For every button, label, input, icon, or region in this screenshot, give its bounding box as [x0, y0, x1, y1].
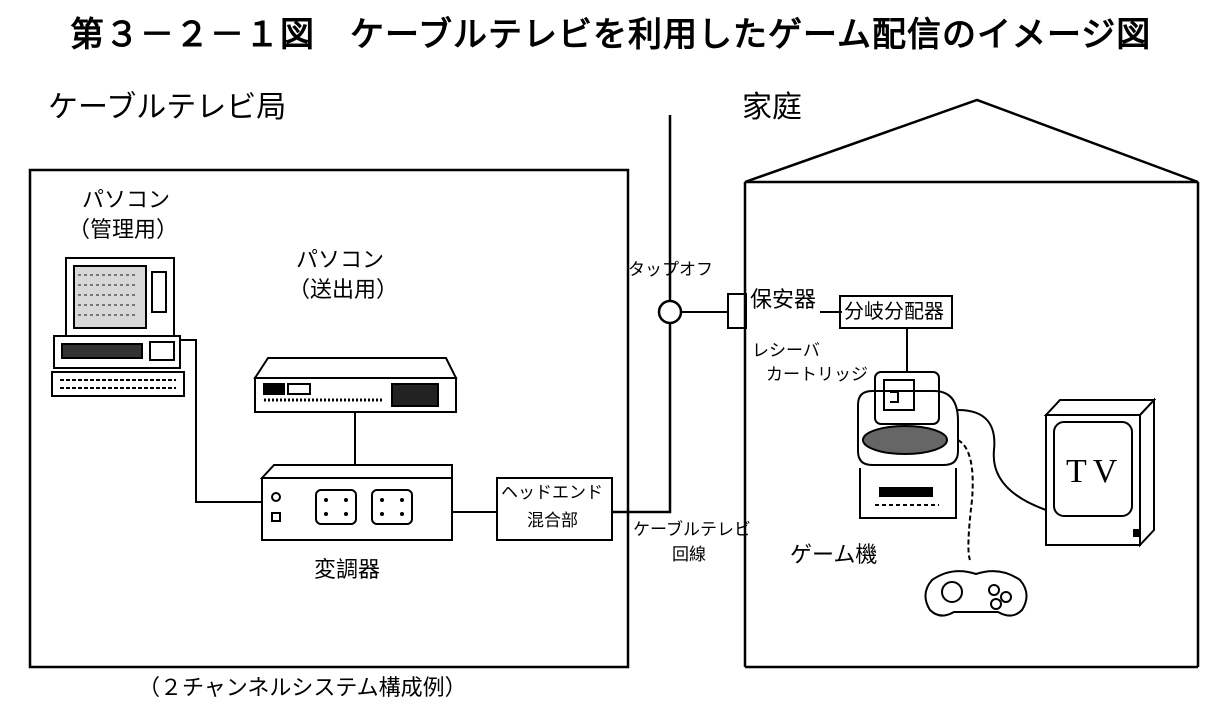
send-pc-label-1: パソコン	[296, 248, 385, 273]
send-pc-icon	[253, 357, 458, 413]
headend-label-1: ヘッドエンド	[501, 483, 603, 503]
controller-cable	[957, 439, 974, 561]
headend-label-2: 混合部	[527, 511, 578, 531]
splitter-box	[839, 295, 953, 329]
game-console-icon	[857, 371, 959, 519]
modulator-icon	[259, 464, 453, 541]
tapoff-node	[657, 299, 683, 325]
send-pc-label-2: （送出用）	[288, 278, 399, 303]
controller-icon	[924, 570, 1028, 617]
modulator-label: 変調器	[314, 558, 381, 583]
station-label: ケーブルテレビ局	[48, 90, 287, 125]
console-label: ゲーム機	[790, 543, 878, 568]
admin-pc-label-2: （管理用）	[68, 218, 179, 243]
admin-pc-wire	[180, 339, 262, 503]
admin-pc-icon	[51, 257, 185, 397]
headend-box	[496, 477, 613, 541]
system-caption: （２チャンネルシステム構成例）	[138, 676, 467, 701]
cable-label-2: 回線	[672, 545, 706, 565]
receiver-label-1: レシーバ	[752, 341, 820, 361]
home-label: 家庭	[742, 90, 802, 125]
cable-label-1: ケーブルテレビ	[633, 520, 751, 540]
receiver-label-2: カートリッジ	[766, 365, 868, 385]
tv-label: TV	[1066, 453, 1124, 490]
house-roof	[744, 98, 1199, 184]
admin-pc-label-1: パソコン	[82, 188, 171, 213]
tapoff-label: タップオフ	[628, 260, 713, 280]
figure-title: 第３－２－１図 ケーブルテレビを利用したゲーム配信のイメージ図	[70, 15, 1152, 55]
protector-label: 保安器	[750, 288, 817, 313]
cable-station-box	[28, 168, 630, 669]
splitter-label: 分岐分配器	[844, 299, 944, 323]
tv-icon	[1043, 397, 1157, 548]
console-tv-cable	[957, 409, 1047, 511]
protector-box	[727, 293, 747, 329]
cable-line	[612, 323, 672, 514]
